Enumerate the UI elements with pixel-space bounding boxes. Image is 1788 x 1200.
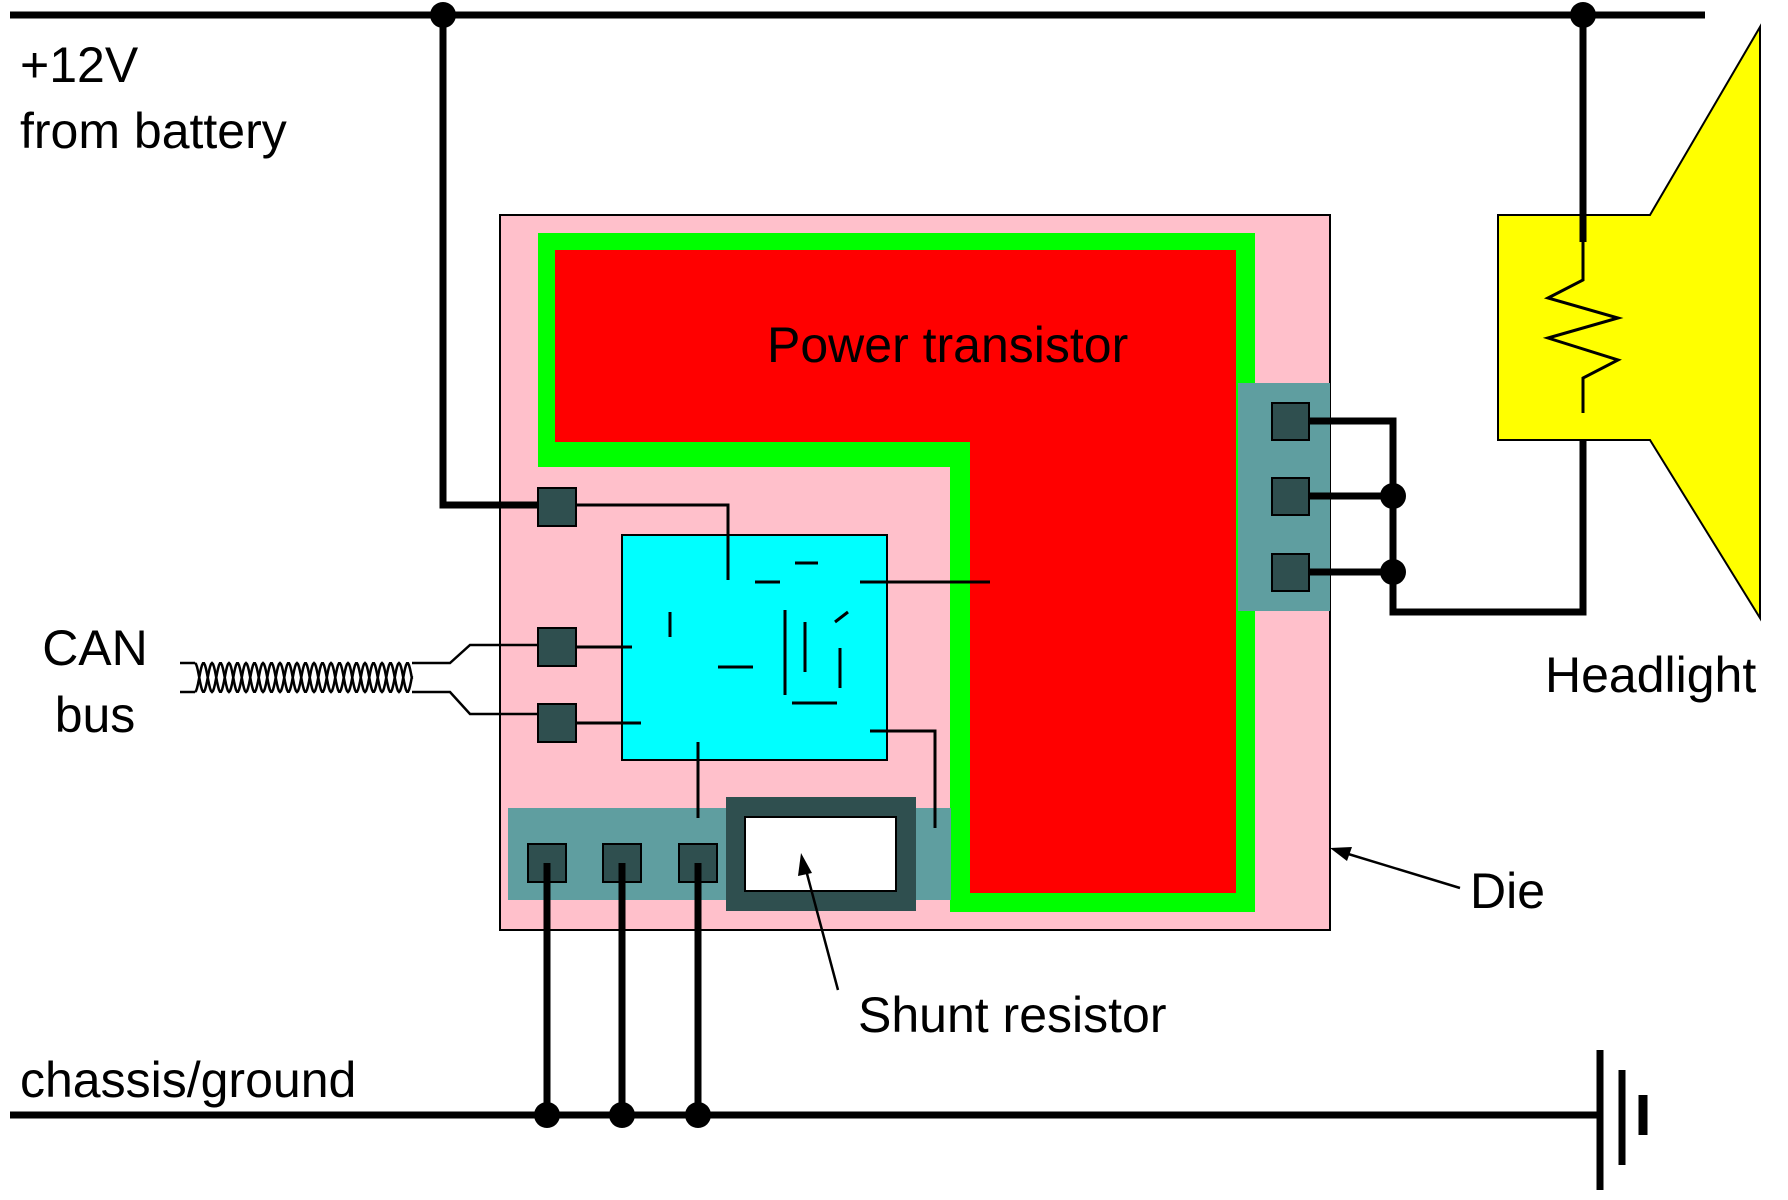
ground-label: chassis/ground bbox=[20, 1052, 356, 1108]
can-pad-1 bbox=[537, 627, 577, 667]
supply-label-line2: from battery bbox=[20, 103, 287, 159]
shunt-resistor-pointer bbox=[798, 853, 840, 991]
can-pad-2 bbox=[537, 703, 577, 743]
power-transistor bbox=[555, 250, 1236, 893]
power-transistor-label: Power transistor bbox=[767, 317, 1128, 373]
logic-block bbox=[621, 534, 888, 761]
shunt-resistor-window bbox=[744, 816, 897, 892]
headlight-label: Headlight bbox=[1545, 647, 1756, 703]
can-bus-label-line2: bus bbox=[55, 687, 136, 743]
die-pointer bbox=[1330, 847, 1461, 890]
supply-rail bbox=[10, 2, 1705, 28]
ground-symbol bbox=[1596, 1050, 1648, 1190]
supply-label-line1: +12V bbox=[20, 37, 139, 93]
output-pad-3 bbox=[1271, 553, 1310, 592]
ground-rail bbox=[10, 863, 1600, 1128]
output-pad-1 bbox=[1271, 402, 1310, 441]
can-bus-label-line1: CAN bbox=[42, 620, 148, 676]
internal-wiring bbox=[576, 503, 990, 828]
supply-wire bbox=[439, 15, 538, 509]
output-pad-2 bbox=[1271, 477, 1310, 516]
supply-pad bbox=[537, 487, 577, 527]
output-wiring bbox=[1309, 413, 1587, 616]
filament bbox=[1542, 242, 1624, 413]
headlight bbox=[1497, 15, 1761, 622]
can-bus-wire bbox=[180, 643, 538, 716]
die-label: Die bbox=[1470, 863, 1545, 919]
shunt-resistor-label: Shunt resistor bbox=[858, 987, 1166, 1043]
